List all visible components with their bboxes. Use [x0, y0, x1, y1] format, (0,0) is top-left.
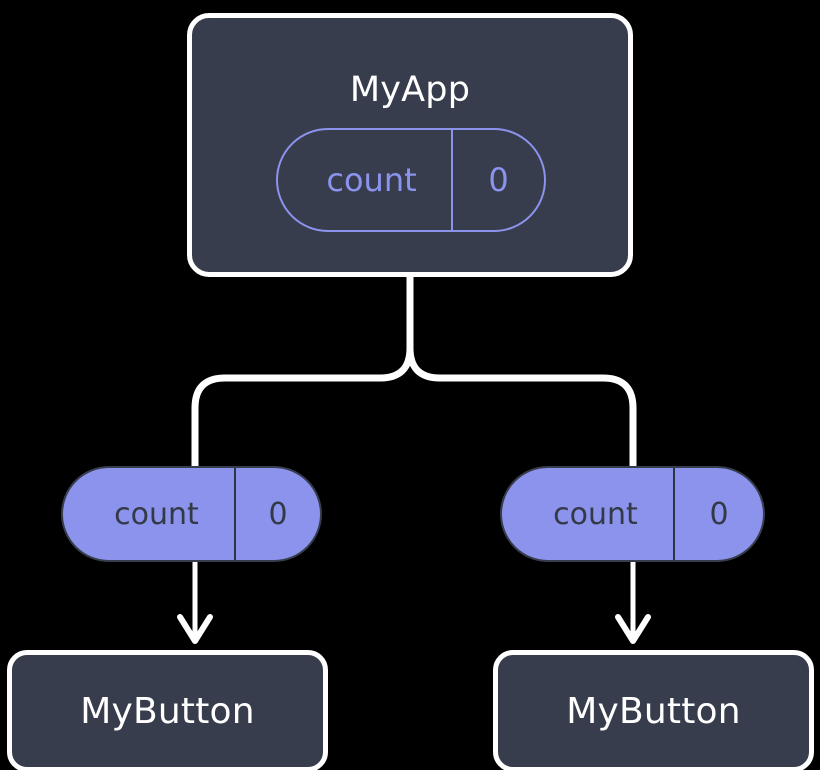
state-pill-key: count [502, 468, 675, 560]
state-pill-value: 0 [709, 496, 729, 532]
state-pill-value: 0 [268, 496, 288, 532]
state-pill-myapp-count[interactable]: count 0 [276, 128, 546, 232]
widget-title-myapp: MyApp [349, 70, 471, 110]
state-pill-value: 0 [488, 161, 509, 199]
arrow-right-pill-to-button [615, 560, 651, 644]
widget-title-mybutton: MyButton [80, 691, 255, 732]
state-pill-left-count[interactable]: count 0 [61, 466, 322, 562]
widget-node-mybutton-left[interactable]: MyButton [7, 650, 328, 770]
widget-node-myapp[interactable]: MyApp [187, 13, 633, 277]
widget-title-mybutton: MyButton [566, 691, 741, 732]
arrow-left-pill-to-button [177, 560, 213, 644]
state-pill-key: count [63, 468, 236, 560]
widget-node-mybutton-right[interactable]: MyButton [493, 650, 814, 770]
tree-branch-connector-right [406, 344, 637, 524]
state-pill-key: count [278, 130, 453, 230]
state-pill-right-count[interactable]: count 0 [500, 466, 765, 562]
